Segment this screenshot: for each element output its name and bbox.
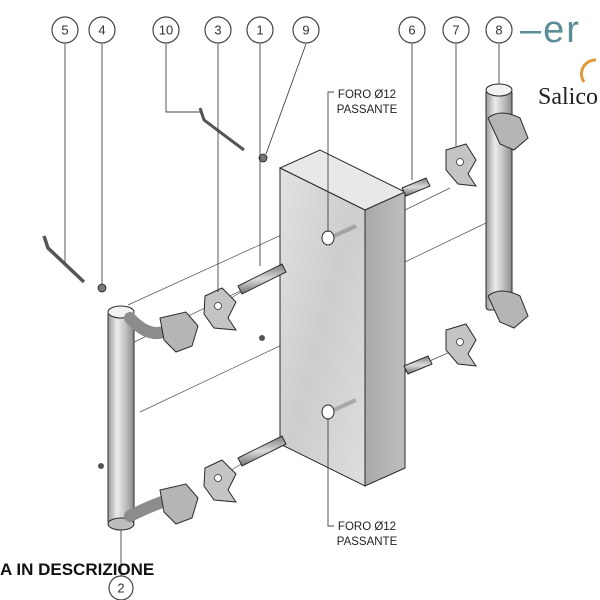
washer-hole [456, 338, 464, 346]
hole-bore-shadow [333, 398, 357, 412]
caption-text: A IN DESCRIZIONE [0, 560, 155, 579]
allen-key-part-10 [198, 107, 245, 152]
callout-10: 10 [152, 16, 180, 44]
callout-number: 5 [61, 23, 68, 38]
small-nut [259, 335, 265, 341]
alignment-line [404, 187, 451, 211]
note-line-2: PASSANTE [337, 104, 398, 116]
leader-lines [64, 43, 500, 578]
callout-3: 3 [204, 16, 232, 44]
callout-number: 8 [495, 23, 502, 38]
brand-name-text: Salico [538, 84, 598, 110]
callout-8: 8 [485, 16, 513, 44]
handle-tube [107, 311, 135, 525]
brand-mark-text: –er [520, 9, 581, 51]
mount-block [159, 311, 199, 353]
screw-part-6-top [401, 177, 431, 197]
small-nut-part-4 [97, 283, 107, 293]
grub-screw [98, 463, 104, 469]
callout-4: 4 [88, 16, 116, 44]
alignment-line [404, 221, 489, 263]
mount-block [487, 290, 529, 329]
washer-hole [456, 158, 464, 166]
screw-body [403, 355, 433, 375]
leader-line [327, 418, 334, 527]
handle-tube-end [485, 83, 513, 97]
callout-number: 6 [408, 23, 415, 38]
alignment-line [127, 231, 289, 306]
washer-hole [214, 474, 222, 482]
screw-part-6-bottom [403, 355, 433, 375]
hole-bore-shadow [333, 224, 357, 238]
callout-circle [88, 16, 116, 44]
callout-number: 9 [302, 23, 309, 38]
callout-number: 4 [98, 23, 105, 38]
callout-1: 1 [246, 16, 274, 44]
allen-key-part-5 [42, 235, 86, 284]
note-line-1: FORO Ø12 [338, 521, 396, 533]
rod-body [237, 263, 287, 295]
mount-block [159, 483, 199, 525]
brand-swoosh-icon [580, 58, 597, 83]
alignment-line [139, 341, 289, 413]
panel-front-face [279, 167, 366, 487]
leader-line [165, 44, 200, 113]
callout-5: 5 [51, 16, 79, 44]
left-handle-bar [98, 305, 174, 531]
panel-hole-bottom [321, 404, 335, 420]
callout-circle [204, 16, 232, 44]
washer-part-7-bottom [445, 323, 478, 367]
brand-logo: –er Salico [520, 9, 598, 110]
note-hole-bottom: FORO Ø12 PASSANTE [337, 521, 398, 548]
callout-2: 2 [108, 575, 134, 600]
callout-7: 7 [442, 16, 470, 44]
panel-side-face [364, 191, 406, 487]
callout-number: 10 [159, 23, 173, 38]
callout-circle [485, 16, 513, 44]
washer-part-7-top [445, 143, 478, 187]
washer-hole [214, 302, 222, 310]
note-line-1: FORO Ø12 [338, 89, 396, 101]
leader-line [327, 91, 334, 232]
callout-9: 9 [292, 16, 320, 44]
left-mount-top [159, 311, 199, 353]
note-line-2: PASSANTE [337, 536, 398, 548]
glass-panel [278, 149, 407, 487]
screw-body [401, 177, 431, 197]
mount-block [487, 112, 529, 151]
small-nut-part-9 [258, 153, 268, 163]
callout-circle [398, 16, 426, 44]
callout-number: 7 [452, 23, 459, 38]
callout-circle [442, 16, 470, 44]
callout-circle [152, 16, 180, 44]
callout-number: 1 [256, 23, 263, 38]
callout-circle [246, 16, 274, 44]
threaded-rod-top [237, 263, 287, 295]
rod-body [237, 435, 287, 467]
washer-part-3-bottom [203, 459, 237, 503]
note-hole-top: FORO Ø12 PASSANTE [337, 89, 398, 116]
callout-number: 2 [117, 581, 124, 596]
washer-part-3-top [203, 287, 237, 331]
callout-circle [108, 575, 134, 600]
panel-hole-top [321, 230, 335, 246]
left-mount-bottom [159, 483, 199, 525]
right-handle-bar [485, 83, 529, 329]
callout-circle [292, 16, 320, 44]
leader-line [265, 43, 307, 155]
callout-number: 3 [214, 23, 221, 38]
callout-circle [51, 16, 79, 44]
callout-6: 6 [398, 16, 426, 44]
threaded-rod-bottom [237, 435, 287, 467]
